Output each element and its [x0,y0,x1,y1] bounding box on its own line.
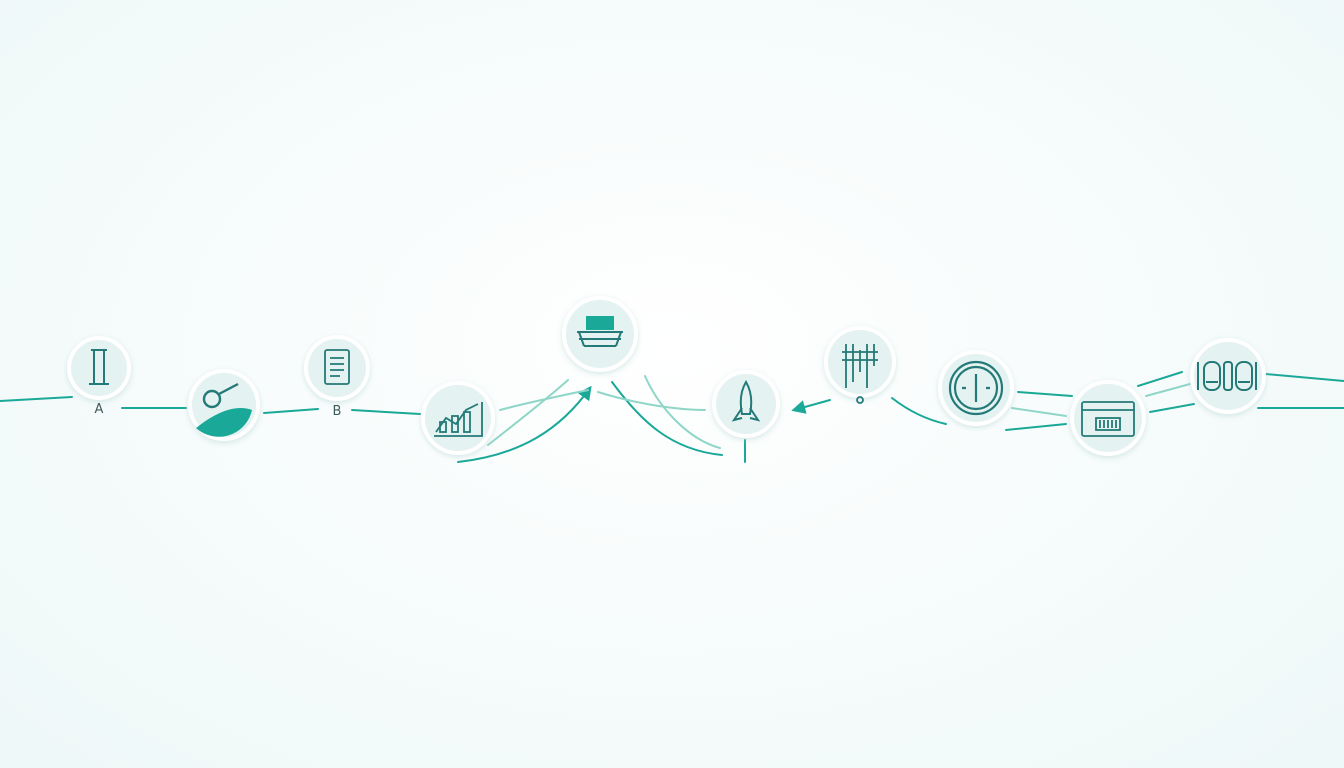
node-browser[interactable] [1070,380,1146,456]
node-label-b: B [333,404,342,419]
chart-blueprint-icon [434,402,483,437]
connector-curve [487,379,569,446]
connector-line [351,409,421,415]
node-rocket[interactable] [712,370,780,438]
node-chart[interactable] [421,381,495,455]
connector-lines [0,371,1344,463]
document-icon [324,349,350,385]
connector-arrow [791,399,831,414]
connector-line [1005,423,1067,431]
node-b[interactable] [304,335,370,401]
connector-line [1265,373,1344,382]
rocket-icon [731,380,761,422]
connector-curve [611,381,723,456]
node-circuit[interactable] [824,326,896,404]
connector-line [263,408,319,414]
connector-line [0,396,73,402]
browser-window-icon [1081,401,1135,437]
connector-curve [457,385,592,463]
connector-line [1149,403,1195,413]
key-search-icon [202,382,239,409]
node-a[interactable] [67,336,131,400]
hat-icon [577,316,623,347]
connector-curve [499,389,589,411]
connector-curve [891,397,947,425]
circuit-icon [842,344,878,404]
pillar-icon [89,349,109,385]
node-label-a: A [95,402,104,417]
connector-line [1017,391,1073,397]
node-clock[interactable] [938,350,1014,426]
node-film[interactable] [1190,338,1266,414]
connector-line [1145,383,1191,397]
film-strip-icon [1197,361,1257,391]
connector-line [1137,371,1183,387]
node-hat[interactable] [562,296,638,372]
connector-curve [644,375,721,449]
connector-curve [597,391,706,411]
clock-icon [948,360,1004,416]
accent-wedge [196,408,252,437]
node-key-search[interactable] [188,369,260,441]
connector-line [1011,407,1067,417]
